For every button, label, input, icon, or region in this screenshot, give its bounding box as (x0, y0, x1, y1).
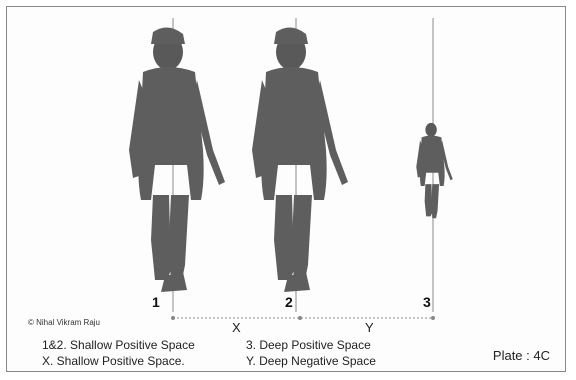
figure-label-2: 2 (285, 294, 293, 310)
dimension-tick-start (171, 316, 175, 320)
dimension-label-x: X (232, 320, 241, 335)
dimension-tick-mid (298, 316, 302, 320)
credit-text: © Nihal Vikram Raju (28, 318, 100, 327)
caption-deep-positive: 3. Deep Positive Space (246, 338, 371, 352)
caption-shallow-positive: 1&2. Shallow Positive Space (42, 338, 195, 352)
caption-y-deep-negative: Y. Deep Negative Space (246, 354, 376, 368)
walking-figure-3 (416, 123, 452, 218)
walking-figure-1 (129, 27, 225, 292)
caption-x-shallow-positive: X. Shallow Positive Space. (42, 354, 185, 368)
plate-number: Plate : 4C (493, 348, 550, 363)
figure-label-3: 3 (423, 294, 431, 310)
dimension-tick-end (431, 316, 435, 320)
figure-label-1: 1 (152, 294, 160, 310)
walking-figure-2 (252, 27, 348, 292)
dimension-label-y: Y (365, 320, 374, 335)
